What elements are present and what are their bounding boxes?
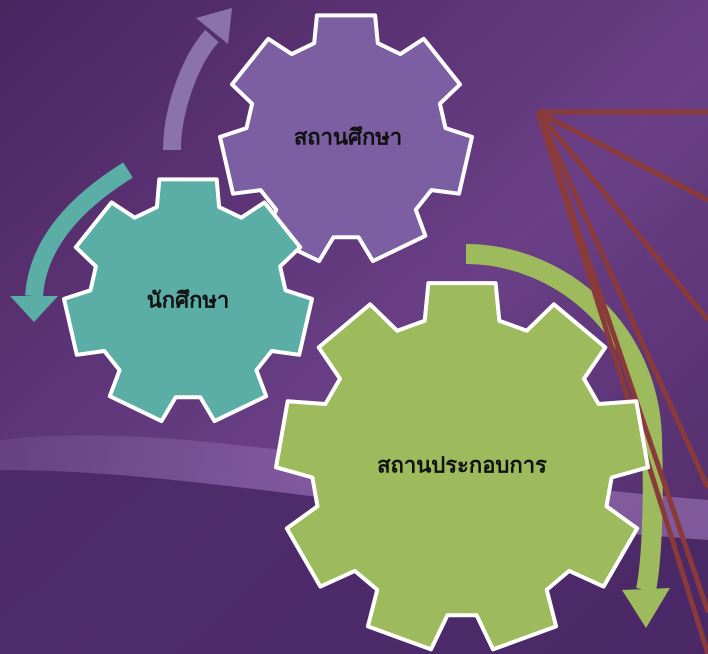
gear-student: [62, 177, 314, 424]
gear-label-enterprise: สถานประกอบการ: [377, 453, 547, 479]
gear-label-institution: สถานศึกษา: [293, 125, 403, 151]
gear-label-student: นักศึกษา: [146, 288, 230, 314]
red-lines-decoration: [535, 109, 708, 654]
gear-institution: [218, 13, 474, 264]
gear-enterprise: [274, 281, 650, 652]
cycle-arrow-top: [163, 8, 232, 151]
cycle-arrow-left: [10, 162, 133, 322]
cycle-arrow-right: [465, 244, 670, 628]
gears-group: [62, 13, 650, 652]
